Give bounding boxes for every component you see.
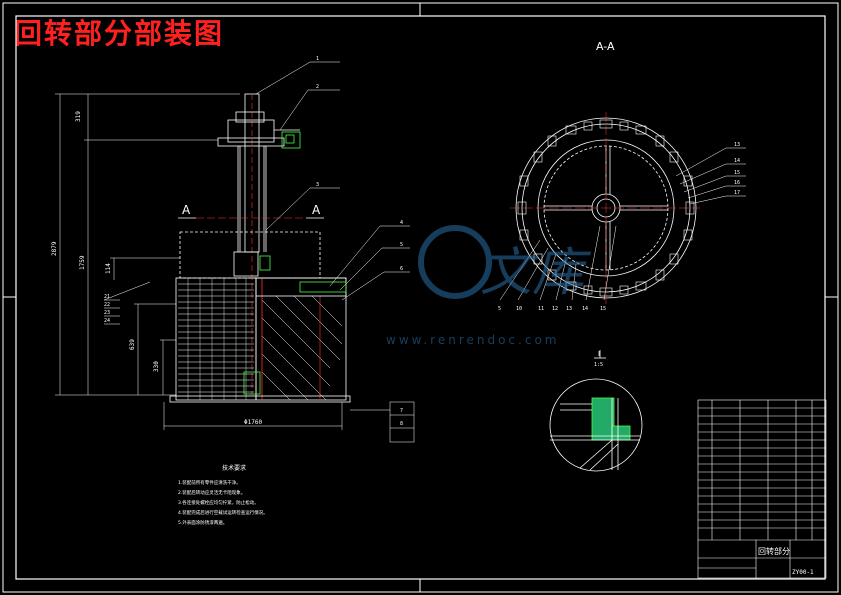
- inner-frame: [15, 15, 826, 580]
- callout-section-1: 14: [734, 158, 740, 164]
- section-view-a-a: [499, 112, 746, 304]
- dim-2879: 2879: [51, 241, 58, 256]
- tech-note-3: 4.装配完成后进行空载试运转检查运行情况。: [178, 509, 268, 516]
- callout-bottom-5: 14: [582, 306, 588, 312]
- detail-label: I: [598, 350, 600, 358]
- callout-left-3: 24: [104, 318, 110, 324]
- callout-right-1: 2: [316, 84, 319, 90]
- dim-1760: Φ1760: [244, 419, 262, 426]
- elevation-view: [55, 61, 415, 443]
- dim-319: 319: [75, 111, 82, 122]
- callout-right-3: 4: [400, 220, 403, 226]
- dim-639: 639: [129, 339, 136, 350]
- title-block-code: ZY00-1: [792, 569, 814, 576]
- drawing-title: 回转部分部装图: [14, 17, 225, 50]
- callout-right-4: 5: [400, 242, 403, 248]
- callout-left-1: 22: [104, 302, 110, 308]
- parts-list: [697, 399, 827, 579]
- section-marker-left: A: [182, 203, 191, 217]
- tech-note-4: 5.外表面涂防锈漆两遍。: [178, 519, 227, 526]
- tech-note-0: 1.装配前所有零件应清洗干净。: [178, 479, 241, 486]
- callout-bottom-6: 15: [600, 306, 606, 312]
- callout-right-6: 7: [400, 408, 403, 414]
- detail-view: [549, 350, 643, 472]
- callout-section-3: 16: [734, 180, 740, 186]
- watermark: 文库 www.renrendoc.com: [386, 225, 592, 347]
- callout-bottom-4: 13: [566, 306, 572, 312]
- callout-section-0: 13: [734, 142, 740, 148]
- dim-114: 114: [105, 263, 112, 274]
- section-label: A-A: [596, 40, 615, 53]
- callout-bottom-3: 12: [552, 306, 558, 312]
- callout-right-7: 8: [400, 421, 403, 427]
- section-marker-right: A: [312, 203, 321, 217]
- callout-right-0: 1: [316, 56, 319, 62]
- callout-right-2: 3: [316, 182, 319, 188]
- tech-note-2: 3.各连接处螺栓应均匀拧紧，防止松动。: [178, 499, 259, 506]
- tech-notes-title: 技术要求: [222, 464, 246, 472]
- title-block-name: 回转部分: [758, 546, 790, 556]
- callout-bottom-1: 10: [516, 306, 522, 312]
- dim-1759: 1759: [79, 255, 86, 270]
- callout-right-5: 6: [400, 266, 403, 272]
- watermark-main: 文库: [480, 243, 592, 303]
- callout-bottom-0: 5: [498, 306, 501, 312]
- tech-note-1: 2.装配后转动应灵活无卡阻现象。: [178, 489, 245, 496]
- watermark-url: www.renrendoc.com: [386, 333, 559, 347]
- dim-330: 330: [153, 361, 160, 372]
- callout-left-2: 23: [104, 310, 110, 316]
- callout-bottom-2: 11: [538, 306, 544, 312]
- detail-scale: 1:5: [594, 362, 603, 368]
- callout-section-2: 15: [734, 170, 740, 176]
- callout-section-4: 17: [734, 190, 740, 196]
- callout-left-0: 21: [104, 294, 110, 300]
